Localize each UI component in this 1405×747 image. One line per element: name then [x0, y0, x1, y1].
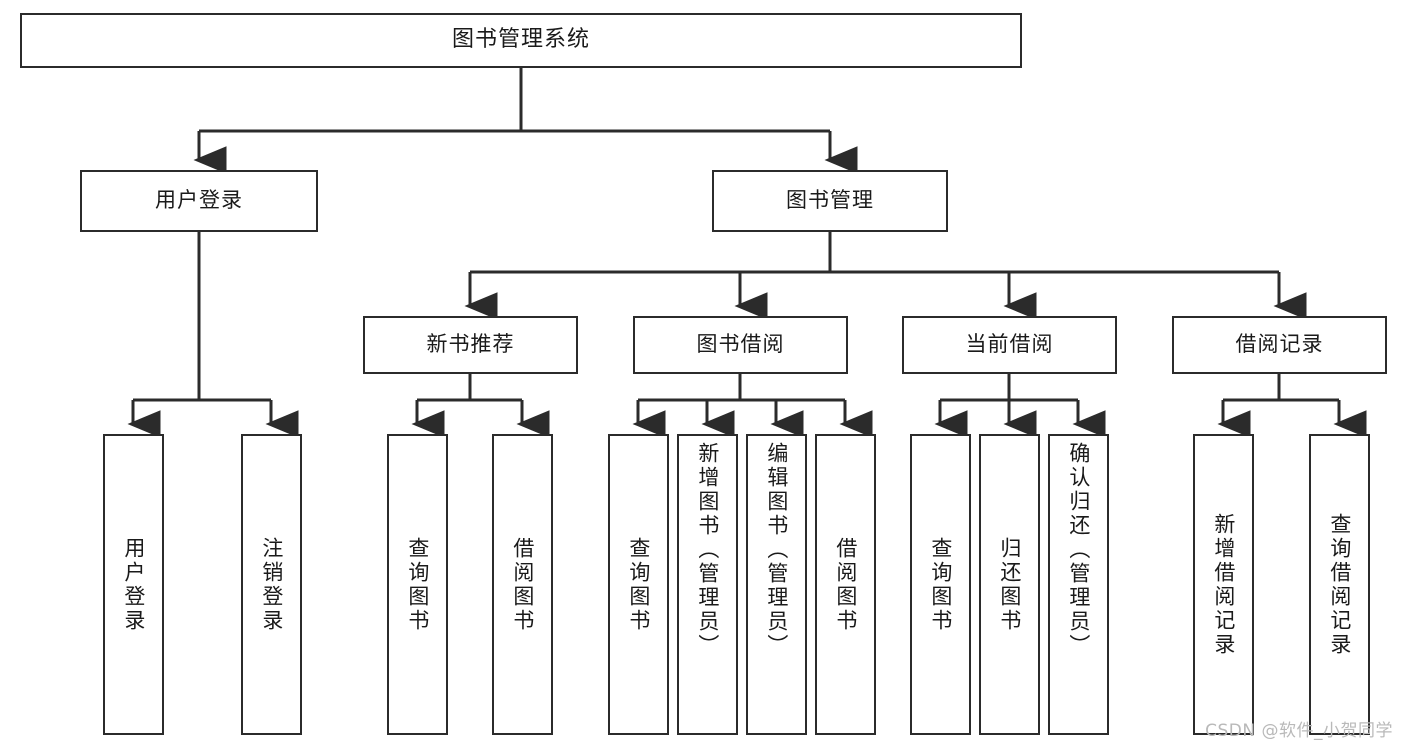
leaf-label: 查询借阅记录: [1327, 512, 1352, 657]
leaf-label: 确认归还（管理员）: [1066, 442, 1091, 658]
node-root-library-system[interactable]: 图书管理系统: [20, 13, 1022, 68]
node-label: 图书管理系统: [451, 27, 590, 53]
leaf-query-book-borrow[interactable]: 查询图书: [608, 434, 669, 735]
leaf-label: 借阅图书: [833, 536, 858, 633]
node-label: 用户登录: [155, 188, 243, 213]
leaf-label: 查询图书: [405, 536, 430, 633]
leaf-label: 归还图书: [997, 536, 1022, 633]
node-book-management[interactable]: 图书管理: [712, 170, 948, 232]
leaf-query-borrow-record[interactable]: 查询借阅记录: [1309, 434, 1370, 735]
leaf-add-book-admin[interactable]: 新增图书（管理员）: [677, 434, 738, 735]
leaf-user-login[interactable]: 用户登录: [103, 434, 164, 735]
leaf-add-borrow-record[interactable]: 新增借阅记录: [1193, 434, 1254, 735]
leaf-logout[interactable]: 注销登录: [241, 434, 302, 735]
leaf-label: 用户登录: [121, 536, 146, 633]
leaf-label: 注销登录: [259, 536, 284, 633]
leaf-return-book[interactable]: 归还图书: [979, 434, 1040, 735]
node-label: 当前借阅: [965, 332, 1054, 357]
leaf-confirm-return-admin[interactable]: 确认归还（管理员）: [1048, 434, 1109, 735]
leaf-label: 查询图书: [626, 536, 651, 633]
node-user-login[interactable]: 用户登录: [80, 170, 318, 232]
leaf-label: 新增借阅记录: [1211, 512, 1236, 657]
leaf-query-book-current[interactable]: 查询图书: [910, 434, 971, 735]
node-book-borrow[interactable]: 图书借阅: [633, 316, 848, 374]
leaf-borrow-book-newbook[interactable]: 借阅图书: [492, 434, 553, 735]
leaf-label: 借阅图书: [510, 536, 535, 633]
leaf-label: 新增图书（管理员）: [695, 442, 720, 658]
node-borrow-records[interactable]: 借阅记录: [1172, 316, 1387, 374]
leaf-edit-book-admin[interactable]: 编辑图书（管理员）: [746, 434, 807, 735]
node-label: 图书借阅: [696, 332, 785, 357]
node-label: 图书管理: [786, 188, 874, 213]
leaf-query-book-newbook[interactable]: 查询图书: [387, 434, 448, 735]
node-label: 借阅记录: [1235, 332, 1324, 357]
leaf-borrow-book-borrow[interactable]: 借阅图书: [815, 434, 876, 735]
node-new-book-recommend[interactable]: 新书推荐: [363, 316, 578, 374]
node-current-borrow[interactable]: 当前借阅: [902, 316, 1117, 374]
leaf-label: 编辑图书（管理员）: [764, 442, 789, 658]
leaf-label: 查询图书: [928, 536, 953, 633]
node-label: 新书推荐: [426, 332, 515, 357]
